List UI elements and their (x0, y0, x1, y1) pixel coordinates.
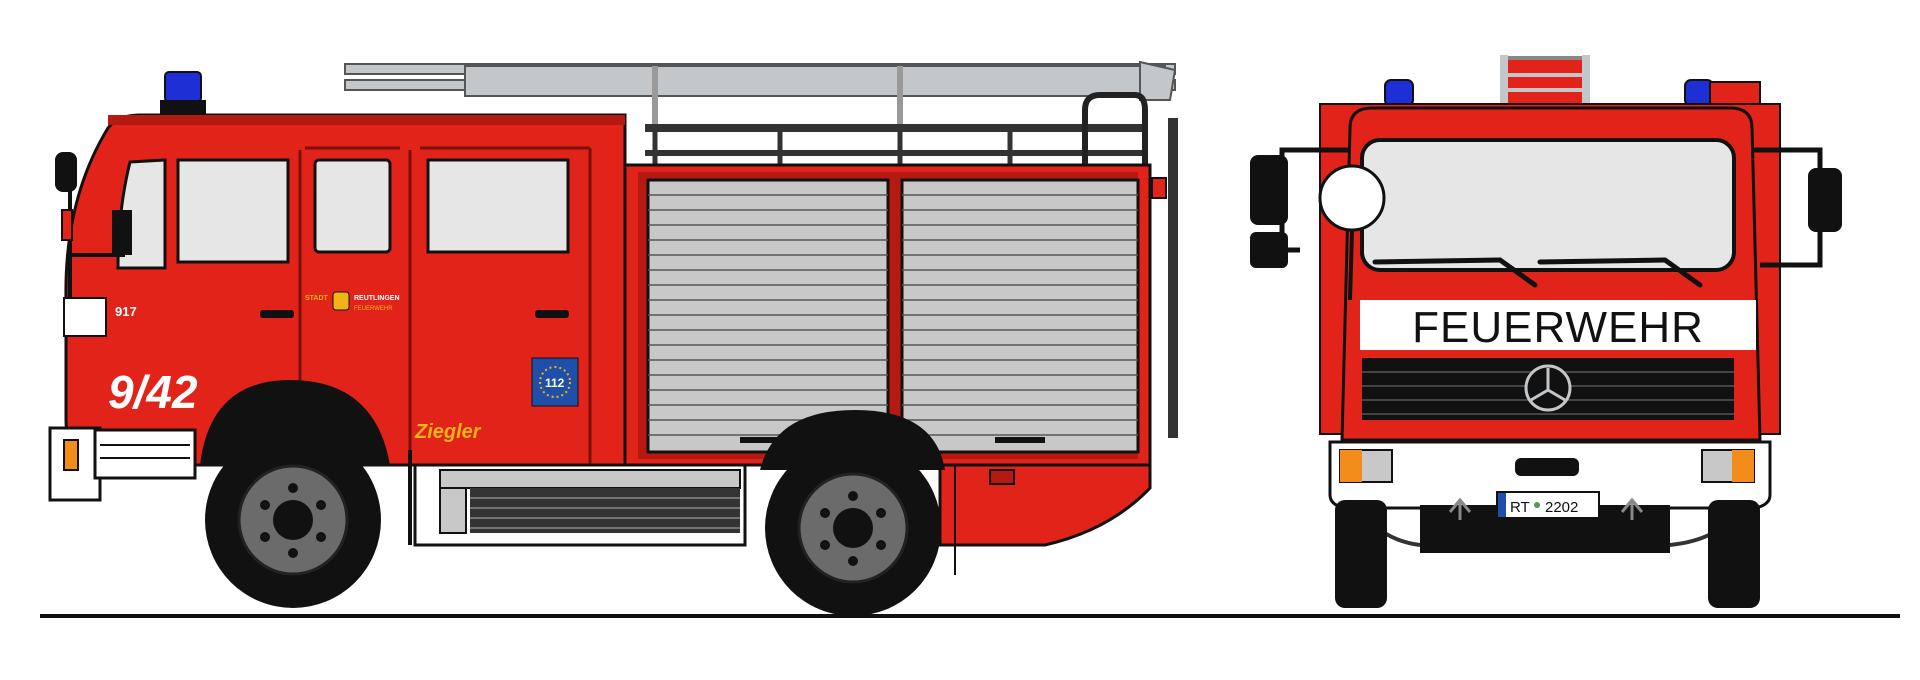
crest-text-sub: FEUERWEHR (354, 306, 393, 312)
crest-text-left: STADT (305, 295, 329, 302)
body-builder-logo: Ziegler (414, 421, 482, 443)
front-header-text: FEUERWEHR (1412, 303, 1704, 352)
battery-box (439, 487, 467, 534)
door-handle-front (260, 310, 294, 318)
front-blue-beacon-left (1384, 79, 1414, 107)
front-roof-ladder (1500, 55, 1590, 112)
side-grille (470, 488, 740, 533)
rear-locker (938, 463, 1152, 547)
crest-shield-icon (332, 291, 350, 311)
front-mirror-right (1752, 147, 1842, 268)
tow-hook-right (1620, 497, 1644, 520)
plate-number: 2202 (1545, 499, 1578, 516)
eu-band-icon (1498, 493, 1506, 517)
windshield (1360, 138, 1736, 272)
side-view-truck: 917 9/42 STADT REUTLINGEN FEUERWEHR 112 … (48, 60, 1178, 616)
front-wheel (205, 432, 381, 608)
front-blue-beacon-right (1684, 79, 1714, 107)
cab-door-lines (298, 146, 592, 465)
front-wheel-left (1335, 500, 1387, 608)
mercedes-star-icon (1524, 364, 1572, 412)
door-handle-rear (535, 310, 569, 318)
side-blue-beacon (160, 71, 206, 114)
shutter-right (900, 178, 1140, 454)
rear-wheel (765, 440, 941, 616)
front-mirror-left (1250, 147, 1350, 268)
cab-window-3 (426, 158, 570, 254)
crest-text-right: REUTLINGEN (354, 295, 400, 302)
front-bumper (48, 426, 197, 502)
headlight-right (1701, 449, 1755, 483)
cab-window-2 (313, 158, 392, 254)
cab-front-stripe (63, 297, 107, 337)
model-badge: 917 (115, 304, 137, 319)
headlight-left (1339, 449, 1393, 483)
side-mirror (55, 152, 132, 300)
front-header-band (1360, 300, 1756, 350)
spotlight (1318, 164, 1386, 232)
city-crest: STADT REUTLINGEN FEUERWEHR (305, 291, 400, 312)
cab-window-1 (176, 158, 290, 264)
roof-ladder (344, 60, 1177, 130)
rear-ladder-pole (1168, 118, 1178, 438)
emergency-number: 112 (545, 376, 565, 390)
front-wheel-right (1708, 500, 1760, 608)
license-plate: RT 2202 (1496, 491, 1600, 519)
step-box (439, 469, 741, 489)
wipers (1372, 257, 1703, 288)
plate-seal-icon (1534, 502, 1540, 508)
front-view-truck: FEUERWEHR (1250, 55, 1842, 608)
rear-locker-handle (989, 469, 1015, 485)
front-wheel-arch (200, 380, 390, 465)
emergency-112-badge: 112 (531, 357, 579, 407)
tow-hook-left (1448, 497, 1472, 520)
shutter-left (646, 178, 890, 454)
bumper-center-slot (1515, 458, 1579, 476)
plate-prefix: RT (1510, 499, 1530, 516)
roof-rail (645, 92, 1148, 166)
unit-number: 9/42 (108, 366, 198, 418)
